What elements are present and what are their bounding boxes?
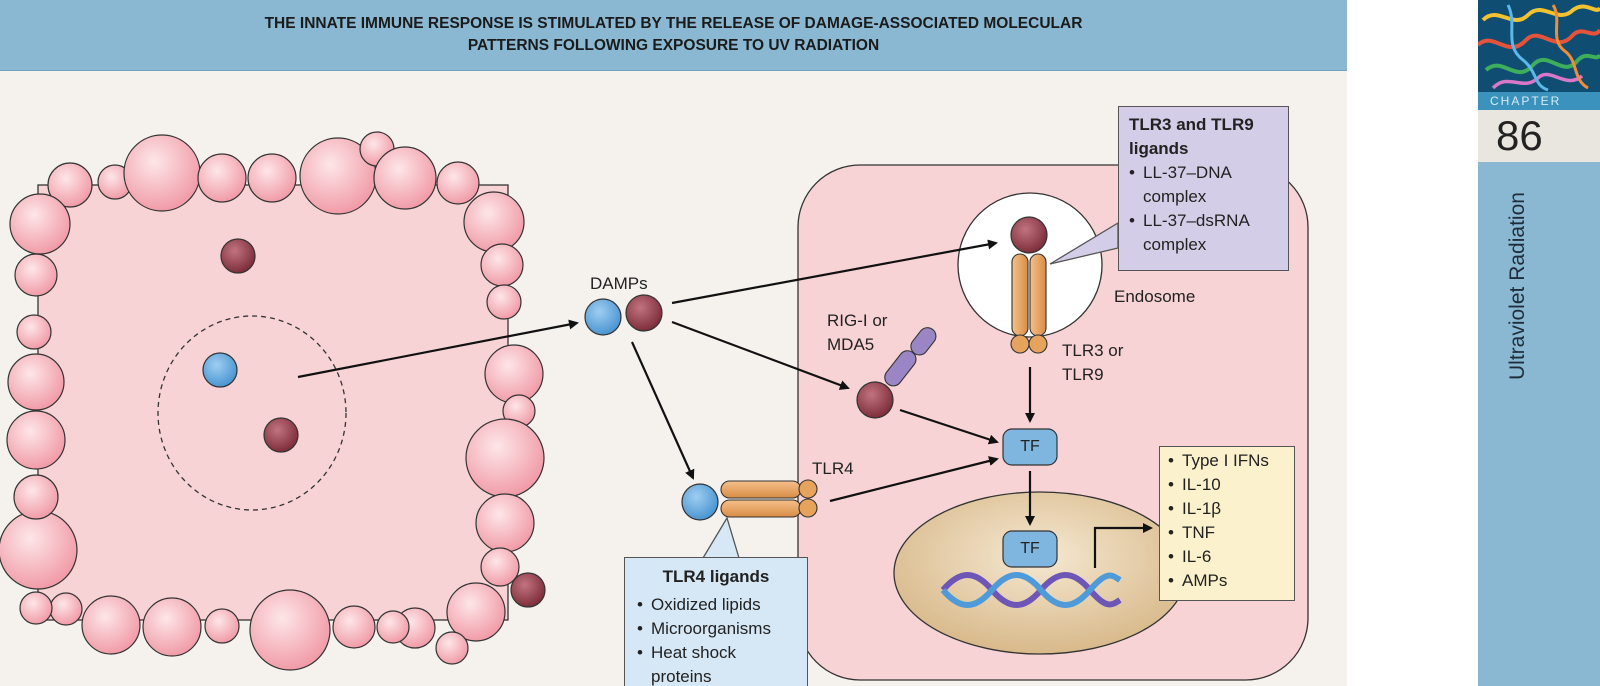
- chapter-title: Ultraviolet Radiation: [1506, 192, 1529, 380]
- membrane-bleb: [19, 591, 53, 625]
- figure-title: THE INNATE IMMUNE RESPONSE IS STIMULATED…: [264, 15, 1083, 54]
- arrow-rig-to-tf: [899, 408, 999, 445]
- membrane-bleb: [446, 582, 506, 642]
- tlr4-ligand-list: Oxidized lipids Microorganisms Heat shoc…: [637, 593, 795, 686]
- rig-i-mda5-sensor: [856, 327, 937, 419]
- list-item: Type I IFNs: [1168, 449, 1286, 473]
- dying-cell: [0, 131, 546, 671]
- tf-nucleus-label: TF: [1020, 540, 1040, 557]
- membrane-bleb: [480, 243, 524, 287]
- tlr3-tlr9-receptor: [1010, 216, 1048, 354]
- list-item: LL-37–DNA complex: [1129, 161, 1278, 209]
- damp-blue-in-nucleus: [202, 352, 238, 388]
- membrane-bleb: [7, 353, 65, 411]
- membrane-bleb: [484, 344, 544, 404]
- tlr3-tlr9-label: TLR3 or TLR9: [1062, 341, 1124, 384]
- membrane-bleb: [123, 134, 201, 212]
- damp-maroon-cytoplasm: [220, 238, 256, 274]
- damp-bound-tlr4: [681, 483, 719, 521]
- cytokine-list: Type I IFNs IL-10 IL-1β TNF IL-6 AMPs: [1168, 449, 1286, 593]
- membrane-bleb: [435, 631, 469, 665]
- chapter-sidebar: CHAPTER 86 Ultraviolet Radiation: [1478, 0, 1600, 686]
- tlr4-callout-pointer: [701, 516, 740, 559]
- rig-i-mda5-label: RIG-I or MDA5: [827, 311, 888, 354]
- chapter-number: 86: [1478, 110, 1600, 162]
- arrow-to-rig: [671, 320, 850, 390]
- list-item: LL-37–dsRNA complex: [1129, 209, 1278, 257]
- nucleus-outline-dashed: [157, 315, 347, 511]
- damp-blue: [584, 298, 622, 336]
- membrane-bleb: [14, 253, 58, 297]
- membrane-bleb: [475, 493, 535, 553]
- arrow-to-tlr4: [630, 341, 695, 480]
- list-item: Oxidized lipids: [637, 593, 795, 617]
- tlr4-receptor: [681, 479, 818, 521]
- figure-panel: THE INNATE IMMUNE RESPONSE IS STIMULATED…: [0, 0, 1347, 686]
- membrane-bleb: [81, 595, 141, 655]
- damp-maroon-in-nucleus: [263, 417, 299, 453]
- membrane-bleb: [49, 592, 83, 626]
- arrow-to-endosome: [671, 239, 998, 305]
- membrane-bleb: [376, 610, 410, 644]
- nucleus: [893, 491, 1187, 655]
- list-item: IL-6: [1168, 545, 1286, 569]
- membrane-bleb: [13, 474, 59, 520]
- tlr4-label: TLR4: [812, 459, 854, 478]
- list-item: Microorganisms: [637, 617, 795, 641]
- list-item: AMPs: [1168, 569, 1286, 593]
- tlr3-tlr9-ligands-box: TLR3 and TLR9 ligands LL-37–DNA complex …: [1118, 106, 1289, 271]
- membrane-bleb: [6, 410, 66, 470]
- arrow-tlr4-to-tf: [829, 456, 999, 503]
- tlr3-tlr9-box-heading: TLR3 and TLR9 ligands: [1129, 115, 1254, 158]
- tf-cytoplasm-label: TF: [1020, 438, 1040, 455]
- membrane-blebs: [0, 131, 545, 671]
- chapter-illustration: [1478, 0, 1600, 92]
- cytokine-outputs-box: Type I IFNs IL-10 IL-1β TNF IL-6 AMPs: [1159, 446, 1295, 601]
- membrane-bleb: [486, 284, 522, 320]
- damps-label: DAMPs: [590, 274, 648, 293]
- membrane-bleb: [9, 193, 71, 255]
- tlr3-tlr9-ligand-list: LL-37–DNA complex LL-37–dsRNA complex: [1129, 161, 1278, 257]
- endosome-label: Endosome: [1114, 287, 1196, 306]
- tf-cytoplasm: [1002, 428, 1058, 466]
- list-item: IL-1β: [1168, 497, 1286, 521]
- list-item: TNF: [1168, 521, 1286, 545]
- damp-maroon-released: [510, 572, 546, 608]
- membrane-bleb: [249, 589, 331, 671]
- membrane-bleb: [0, 510, 78, 590]
- arrow-release: [297, 319, 579, 379]
- membrane-bleb: [204, 608, 240, 644]
- tlr4-ligands-box: TLR4 ligands Oxidized lipids Microorgani…: [624, 557, 808, 686]
- damp-bound-rig: [856, 381, 894, 419]
- membrane-bleb: [373, 146, 437, 210]
- membrane-bleb: [436, 161, 480, 205]
- arrow-transcription: [1093, 523, 1153, 568]
- list-item: IL-10: [1168, 473, 1286, 497]
- membrane-bleb: [47, 162, 93, 208]
- dna-helix: [940, 572, 1122, 608]
- membrane-bleb: [465, 418, 545, 498]
- membrane-bleb: [463, 191, 525, 253]
- damp-maroon: [625, 294, 663, 332]
- arrows: [297, 239, 1153, 568]
- chapter-label: CHAPTER: [1478, 92, 1600, 110]
- membrane-bleb: [16, 314, 52, 350]
- tf-nucleus: [1002, 530, 1058, 568]
- figure-title-banner: THE INNATE IMMUNE RESPONSE IS STIMULATED…: [0, 0, 1347, 71]
- tlr4-box-heading: TLR4 ligands: [662, 567, 770, 586]
- damp-in-endosome: [1010, 216, 1048, 254]
- membrane-bleb: [480, 547, 520, 587]
- membrane-bleb: [332, 605, 376, 649]
- list-item: Heat shock proteins: [637, 641, 795, 686]
- protein-ribbon-image: [1478, 4, 1600, 92]
- membrane-bleb: [142, 597, 202, 657]
- membrane-bleb: [197, 153, 247, 203]
- membrane-bleb: [247, 153, 297, 203]
- dying-cell-body: [37, 184, 509, 621]
